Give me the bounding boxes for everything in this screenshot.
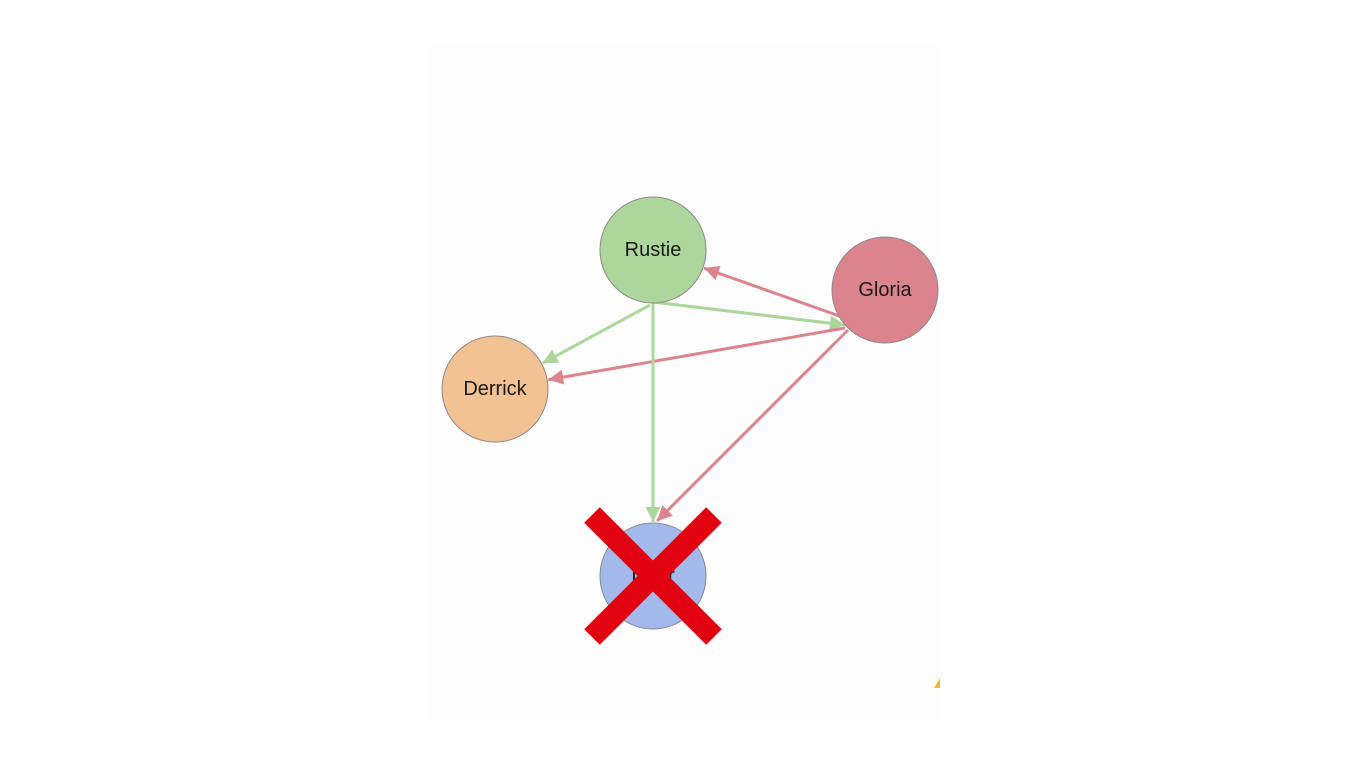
node-label: Rustie — [625, 239, 682, 261]
edge-gloria-to-hidden — [655, 328, 850, 523]
edge-rustie-to-gloria — [652, 300, 846, 331]
node-derrick[interactable]: Derrick — [441, 335, 549, 443]
node-label: Derrick — [463, 378, 527, 400]
edge-gloria-to-rustie — [703, 265, 846, 320]
node-circle — [599, 196, 707, 304]
node-gloria[interactable]: Gloria — [831, 236, 939, 344]
corner-mark — [934, 678, 940, 688]
node-rustie[interactable]: Rustie — [599, 196, 707, 304]
node-label: Gloria — [858, 279, 912, 301]
cross-out-mark — [584, 507, 722, 645]
node-circle — [831, 236, 939, 344]
edge-gloria-to-derrick — [547, 326, 846, 385]
node-circle — [441, 335, 549, 443]
edge-rustie-to-derrick — [541, 303, 651, 365]
